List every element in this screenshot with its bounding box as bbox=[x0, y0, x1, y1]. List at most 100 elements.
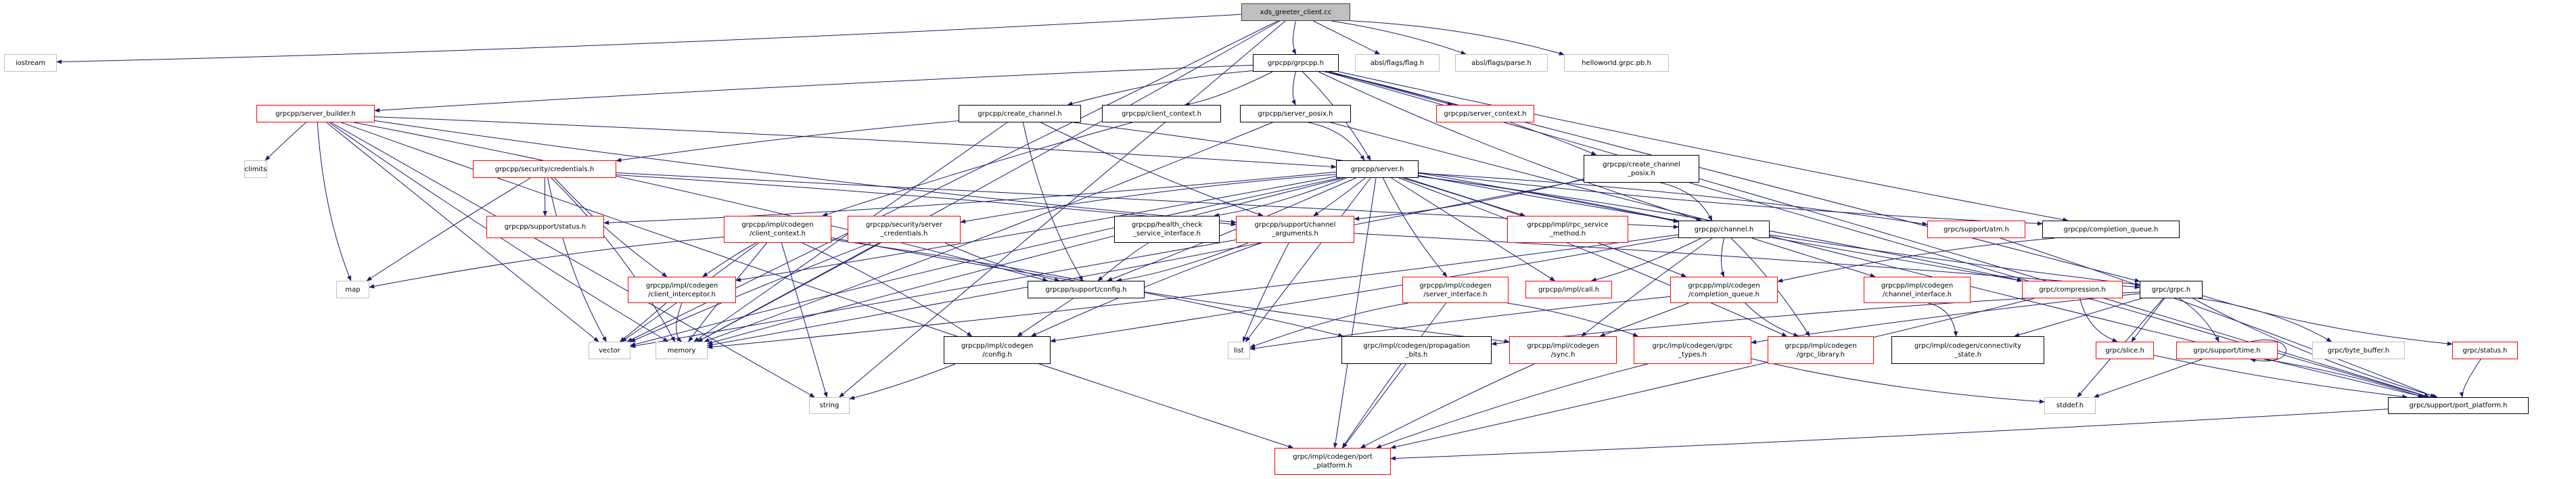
edge-root-to-string bbox=[839, 20, 1286, 398]
edge-time-to-stddef bbox=[2093, 359, 2203, 398]
edge-create-channel-to-channel-arguments bbox=[1040, 122, 1264, 216]
node-time[interactable]: grpc/support/time.h bbox=[2176, 342, 2278, 359]
edge-sync-to-codegen-port-platform bbox=[1360, 363, 1535, 449]
edge-grpc-h-to-slice bbox=[2131, 298, 2165, 342]
node-list[interactable]: list bbox=[1228, 342, 1250, 359]
edge-server-h-to-atm bbox=[1418, 173, 1928, 226]
edge-grpcpp-to-server-posix bbox=[1291, 71, 1296, 106]
node-server-builder[interactable]: grpcpp/server_builder.h bbox=[256, 105, 375, 122]
node-vector[interactable]: vector bbox=[589, 342, 630, 359]
edge-propagation-bits-to-codegen-port-platform bbox=[1342, 363, 1406, 449]
edge-channel-to-compression bbox=[1769, 237, 2023, 283]
node-health-check[interactable]: grpcpp/health_check _service_interface.h bbox=[1114, 216, 1220, 243]
node-credentials[interactable]: grpcpp/security/credentials.h bbox=[473, 160, 616, 178]
edge-slice-to-support-port-platform bbox=[2153, 355, 2408, 399]
edge-server-h-to-support-config bbox=[1107, 177, 1356, 281]
edge-grpcpp-to-server-builder bbox=[374, 64, 1254, 113]
node-connectivity-state[interactable]: grpc/impl/codegen/connectivity _state.h bbox=[1891, 336, 2044, 364]
edge-grpcpp-to-client-context bbox=[1184, 71, 1273, 106]
edge-codegen-client-context-to-sync bbox=[831, 237, 1510, 344]
edge-root-to-helloworld bbox=[1350, 20, 1565, 55]
node-client-interceptor[interactable]: grpcpp/impl/codegen /client_interceptor.… bbox=[628, 277, 736, 303]
edge-server-h-to-grpc-h bbox=[1418, 175, 2140, 287]
node-grpc-library[interactable]: grpcpp/impl/codegen /grpc_library.h bbox=[1768, 336, 1874, 364]
node-codegen-port-platform[interactable]: grpc/impl/codegen/port _platform.h bbox=[1274, 448, 1391, 475]
node-codegen-completion-queue[interactable]: grpcpp/impl/codegen /completion_queue.h bbox=[1670, 277, 1778, 303]
edge-server-h-to-client-interceptor bbox=[735, 176, 1337, 282]
node-call[interactable]: grpcpp/impl/call.h bbox=[1525, 281, 1612, 298]
edge-codegen-client-context-to-codegen-config bbox=[802, 242, 973, 337]
node-client-context[interactable]: grpcpp/client_context.h bbox=[1102, 105, 1221, 122]
node-server-context[interactable]: grpcpp/server_context.h bbox=[1436, 105, 1534, 122]
edge-server-interface-to-codegen-port-platform bbox=[1341, 302, 1446, 449]
node-codegen-config[interactable]: grpcpp/impl/codegen /config.h bbox=[944, 336, 1051, 364]
node-channel-arguments[interactable]: grpcpp/support/channel _arguments.h bbox=[1236, 216, 1354, 243]
node-grpcpp[interactable]: grpcpp/grpcpp.h bbox=[1253, 54, 1339, 72]
node-byte-buffer[interactable]: grpc/byte_buffer.h bbox=[2312, 342, 2405, 359]
node-rpc-service-method[interactable]: grpcpp/impl/rpc_service _method.h bbox=[1507, 216, 1628, 243]
node-codegen-client-context[interactable]: grpcpp/impl/codegen /client_context.h bbox=[724, 216, 831, 243]
node-helloworld[interactable]: helloworld.grpc.pb.h bbox=[1564, 54, 1669, 72]
node-server-credentials[interactable]: grpcpp/security/server _credentials.h bbox=[848, 216, 961, 243]
edge-credentials-to-vector bbox=[547, 177, 607, 342]
edge-grpc-h-to-support-port-platform bbox=[2192, 298, 2438, 398]
edge-grpcpp-to-completion-queue bbox=[1338, 71, 2069, 222]
node-flag[interactable]: absl/flags/flag.h bbox=[1355, 54, 1440, 72]
node-iostream[interactable]: iostream bbox=[4, 54, 57, 72]
edge-server-interface-to-grpc-types bbox=[1507, 302, 1639, 337]
node-stddef[interactable]: stddef.h bbox=[2044, 397, 2096, 414]
edge-channel-to-codegen-completion-queue bbox=[1720, 237, 1724, 277]
edge-server-credentials-to-vector bbox=[630, 242, 872, 342]
node-compression[interactable]: grpc/compression.h bbox=[2022, 281, 2123, 298]
edge-grpc-h-to-status bbox=[2202, 295, 2453, 346]
edge-credentials-to-memory bbox=[551, 177, 676, 342]
edge-support-config-to-codegen-config bbox=[1017, 298, 1074, 337]
edge-grpc-h-to-grpc-types bbox=[1751, 293, 2140, 344]
node-atm[interactable]: grpc/support/atm.h bbox=[1927, 221, 2025, 238]
edge-root-to-memory bbox=[697, 20, 1281, 342]
edge-codegen-completion-queue-to-sync bbox=[1599, 302, 1689, 337]
edge-server-interface-to-list bbox=[1249, 302, 1408, 348]
edge-server-builder-to-channel-arguments bbox=[374, 120, 1237, 225]
node-support-config[interactable]: grpcpp/support/config.h bbox=[1028, 281, 1145, 298]
edge-compression-to-codegen-port-platform bbox=[1390, 298, 2035, 449]
node-support-port-platform[interactable]: grpc/support/port_platform.h bbox=[2388, 397, 2529, 414]
node-create-channel-posix[interactable]: grpcpp/create_channel _posix.h bbox=[1584, 155, 1699, 183]
node-completion-queue[interactable]: grpcpp/completion_queue.h bbox=[2042, 221, 2180, 238]
edge-codegen-completion-queue-to-list bbox=[1249, 296, 1671, 351]
edge-channel-to-memory bbox=[707, 234, 1679, 350]
edge-compression-to-slice bbox=[2079, 298, 2118, 342]
node-grpc-types[interactable]: grpc/impl/codegen/grpc _types.h bbox=[1634, 336, 1751, 364]
edge-create-channel-posix-to-channel bbox=[1660, 182, 1713, 221]
node-sync[interactable]: grpcpp/impl/codegen /sync.h bbox=[1509, 336, 1617, 364]
edge-server-h-to-health-check bbox=[1214, 177, 1347, 218]
edge-server-builder-to-support-config bbox=[354, 122, 1049, 282]
node-support-status[interactable]: grpcpp/support/status.h bbox=[486, 216, 604, 238]
node-server-interface[interactable]: grpcpp/impl/codegen /server_interface.h bbox=[1402, 277, 1509, 303]
node-server-posix[interactable]: grpcpp/server_posix.h bbox=[1240, 105, 1351, 122]
edge-atm-to-support-port-platform bbox=[2000, 237, 2436, 398]
node-slice[interactable]: grpc/slice.h bbox=[2096, 342, 2154, 359]
node-memory[interactable]: memory bbox=[656, 342, 708, 359]
node-climits[interactable]: climits bbox=[244, 160, 267, 178]
node-server-h[interactable]: grpcpp/server.h bbox=[1336, 160, 1419, 178]
edge-server-h-to-call bbox=[1391, 177, 1556, 281]
edge-server-h-to-rpc-service-method bbox=[1404, 177, 1526, 216]
edge-codegen-config-to-string bbox=[849, 363, 956, 400]
node-map[interactable]: map bbox=[336, 281, 369, 298]
edge-grpcpp-to-grpc-h bbox=[1329, 71, 2140, 283]
node-grpc-h[interactable]: grpc/grpc.h bbox=[2140, 281, 2203, 298]
node-channel[interactable]: grpcpp/channel.h bbox=[1678, 221, 1770, 238]
node-string[interactable]: string bbox=[809, 397, 850, 414]
edge-root-to-iostream bbox=[56, 14, 1242, 64]
node-channel-interface[interactable]: grpcpp/impl/codegen /channel_interface.h bbox=[1864, 277, 1971, 303]
edge-server-builder-to-map bbox=[317, 122, 352, 281]
node-status[interactable]: grpc/status.h bbox=[2452, 342, 2518, 359]
edge-codegen-client-context-to-map bbox=[369, 236, 724, 289]
node-propagation-bits[interactable]: grpc/impl/codegen/propagation _bits.h bbox=[1341, 336, 1492, 364]
edge-server-h-to-channel-arguments bbox=[1313, 177, 1366, 216]
node-parse[interactable]: absl/flags/parse.h bbox=[1455, 54, 1548, 72]
node-create-channel[interactable]: grpcpp/create_channel.h bbox=[959, 105, 1081, 122]
edge-grpcpp-to-create-channel bbox=[1067, 70, 1254, 106]
edge-server-h-to-grpc-library bbox=[1398, 177, 1787, 337]
